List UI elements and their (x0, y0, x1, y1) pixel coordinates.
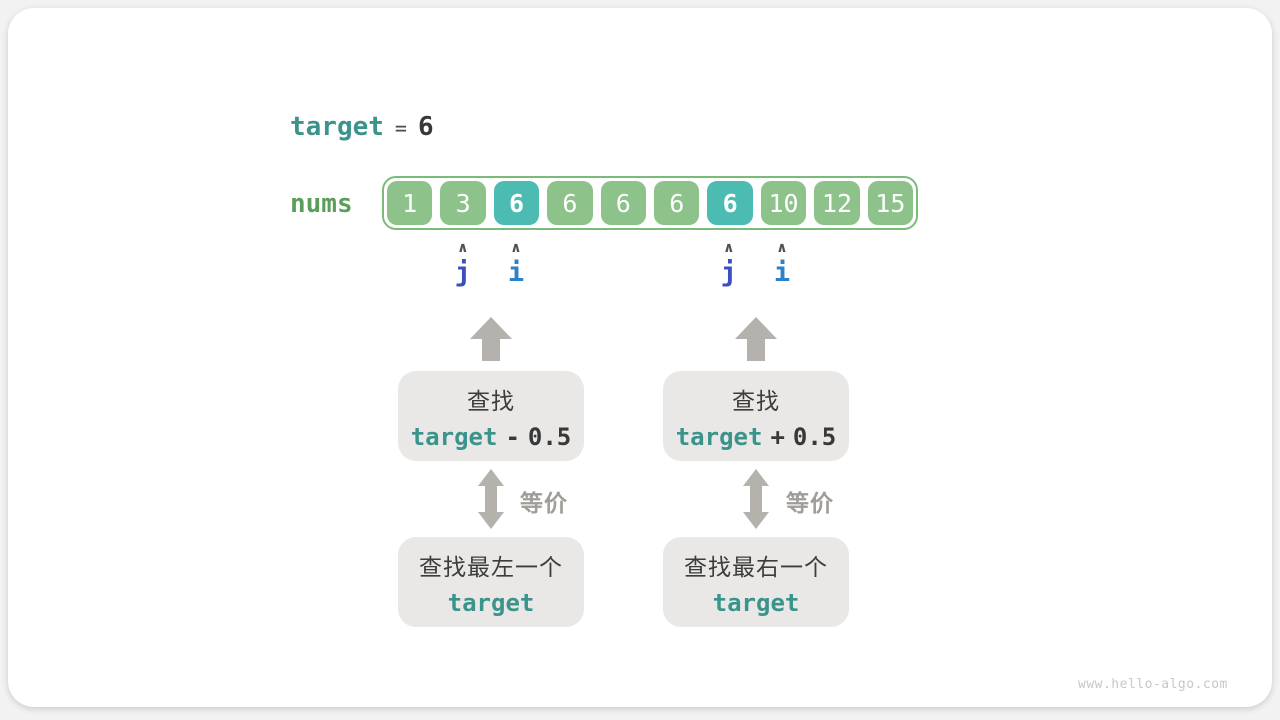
pointer-j: ∧j (721, 241, 737, 286)
pointer-j: ∧j (455, 241, 471, 286)
search-label: 查找 (732, 387, 780, 414)
expr-op: + (770, 422, 785, 451)
array-cell: 12 (814, 181, 860, 225)
equals-sign: = (394, 116, 407, 140)
array-cell: 15 (867, 181, 914, 225)
equivalence-label: 等价 (786, 490, 834, 516)
array-cell: 6 (493, 181, 540, 225)
leftmost-label: 查找最左一个 (419, 553, 563, 580)
array-label: nums (290, 189, 353, 219)
caret-up-icon: ∧ (510, 240, 522, 256)
array-cell: 6 (707, 181, 753, 225)
expr-var: target (447, 588, 535, 617)
search-plus-box: 查找 target + 0.5 (663, 371, 849, 461)
double-arrow-icon (478, 469, 504, 529)
equivalence-label: 等价 (520, 490, 568, 516)
leftmost-target-box: 查找最左一个 target (398, 537, 584, 627)
diagram-card (8, 8, 1272, 707)
search-minus-box: 查找 target - 0.5 (398, 371, 584, 461)
up-arrow-icon (470, 317, 512, 361)
search-expression: target + 0.5 (676, 423, 837, 451)
pointer-label: j (720, 257, 737, 288)
expr-var: target (675, 422, 763, 451)
pointer-label: i (773, 257, 791, 288)
array-cell: 6 (654, 181, 700, 225)
rightmost-target-box: 查找最右一个 target (663, 537, 849, 627)
target-value: 6 (417, 112, 434, 142)
array-cell: 6 (600, 181, 647, 225)
expr-var: target (410, 422, 498, 451)
search-label: 查找 (467, 387, 515, 414)
caret-up-icon: ∧ (776, 240, 788, 256)
rightmost-target-var: target (713, 589, 800, 617)
pointer-label: i (507, 257, 525, 288)
target-assignment: target = 6 (290, 112, 434, 142)
pointer-label: j (454, 257, 471, 288)
up-arrow-icon (735, 317, 777, 361)
array-cell: 1 (387, 181, 433, 225)
watermark: www.hello-algo.com (1078, 677, 1228, 692)
double-arrow-icon (743, 469, 769, 529)
target-variable: target (290, 112, 384, 142)
array-cell: 6 (547, 181, 593, 225)
pointer-i: ∧i (774, 241, 790, 286)
expr-num: 0.5 (792, 422, 837, 451)
array-cell: 3 (440, 181, 486, 225)
caret-up-icon: ∧ (723, 240, 735, 256)
leftmost-target-var: target (448, 589, 535, 617)
rightmost-label: 查找最右一个 (684, 553, 828, 580)
search-expression: target - 0.5 (411, 423, 572, 451)
pointer-i: ∧i (508, 241, 524, 286)
caret-up-icon: ∧ (457, 240, 469, 256)
expr-var: target (712, 588, 800, 617)
array-cell: 10 (760, 181, 807, 225)
expr-op: - (505, 422, 520, 451)
expr-num: 0.5 (527, 422, 572, 451)
